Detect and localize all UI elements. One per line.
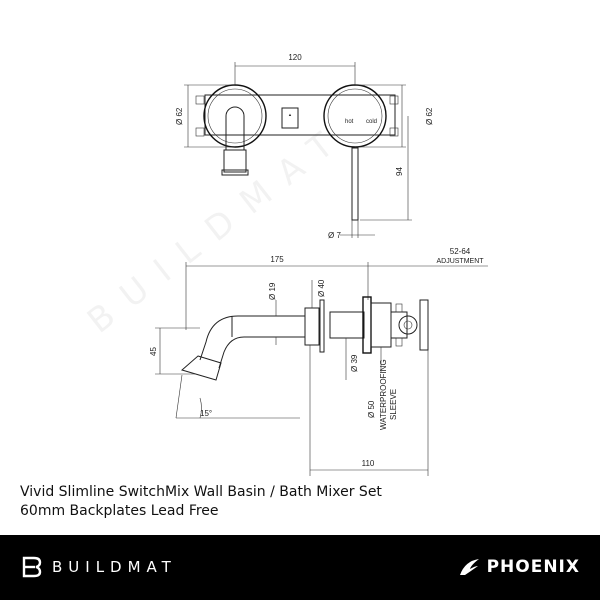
product-title: Vivid Slimline SwitchMix Wall Basin / Ba…	[20, 484, 382, 500]
dim-110: 110	[362, 459, 375, 468]
waterproofing-label: WATERPROOFING	[379, 359, 388, 430]
phoenix-wordmark: PHOENIX	[486, 557, 580, 577]
lever-handle-top	[351, 147, 359, 221]
dim-dia62-right: Ø 62	[425, 107, 434, 125]
top-view: ▲ hot cold 120 Ø 62 Ø 62 94	[175, 53, 434, 240]
dim-adjustment-label: ADJUSTMENT	[436, 258, 484, 265]
hot-label: hot	[345, 119, 354, 125]
dim-dia19: Ø 19	[268, 282, 277, 300]
valve-label-plate	[281, 107, 299, 129]
valve-core	[403, 320, 413, 330]
bracket-tr	[389, 95, 399, 105]
dim-dia40: Ø 40	[317, 279, 326, 297]
dim-angle15: 15°	[200, 409, 212, 418]
spout-outlet-tip	[221, 169, 249, 176]
dim-175: 175	[270, 255, 284, 264]
dim-94: 94	[395, 167, 404, 176]
buildmat-logo: BUILDMAT	[22, 556, 177, 578]
bracket-br	[389, 127, 399, 137]
dim-dia7: Ø 7	[328, 231, 341, 240]
dim-dia62-left: Ø 62	[175, 107, 184, 125]
spout-backplate-side	[304, 307, 320, 346]
phoenix-bird-icon	[459, 559, 479, 575]
dim-120: 120	[288, 53, 302, 62]
spout-upper-edge	[199, 315, 305, 361]
cold-label: cold	[366, 119, 377, 125]
sleeve-label: SLEEVE	[389, 389, 398, 420]
spout-outlet	[180, 355, 222, 381]
buildmat-mark-icon	[22, 556, 42, 578]
lever-side	[319, 299, 325, 353]
product-caption: Vivid Slimline SwitchMix Wall Basin / Ba…	[20, 483, 580, 521]
mounting-plate	[204, 94, 396, 136]
mixer-body	[329, 311, 365, 339]
rear-bracket	[419, 299, 429, 351]
dim-dia39: Ø 39	[350, 354, 359, 372]
mixer-backplate	[323, 84, 387, 148]
spout-outlet-body	[223, 149, 247, 173]
spout-lower-edge	[218, 336, 305, 369]
side-view: 52-64 ADJUSTMENT 175 Ø 19 Ø 40	[149, 247, 488, 476]
plate-mark: ▲	[288, 112, 292, 117]
spout-backplate-inner	[207, 88, 263, 144]
mixer-backplate-inner	[327, 88, 383, 144]
waterproof-sleeve-flange	[370, 302, 392, 348]
brand-footer: BUILDMAT PHOENIX	[0, 535, 600, 600]
bracket-bl	[195, 127, 205, 137]
bracket-tl	[195, 95, 205, 105]
buildmat-wordmark: BUILDMAT	[52, 558, 177, 576]
valve-cartridge	[398, 315, 418, 335]
dim-45: 45	[149, 347, 158, 356]
dim-adjustment-range: 52-64	[450, 247, 471, 256]
spout-backplate	[203, 84, 267, 148]
technical-drawing: ▲ hot cold 120 Ø 62 Ø 62 94	[149, 53, 488, 476]
product-subtitle: 60mm Backplates Lead Free	[20, 503, 219, 519]
spout-top	[225, 106, 245, 151]
phoenix-logo: PHOENIX	[459, 556, 580, 578]
dim-dia50: Ø 50	[367, 400, 376, 418]
